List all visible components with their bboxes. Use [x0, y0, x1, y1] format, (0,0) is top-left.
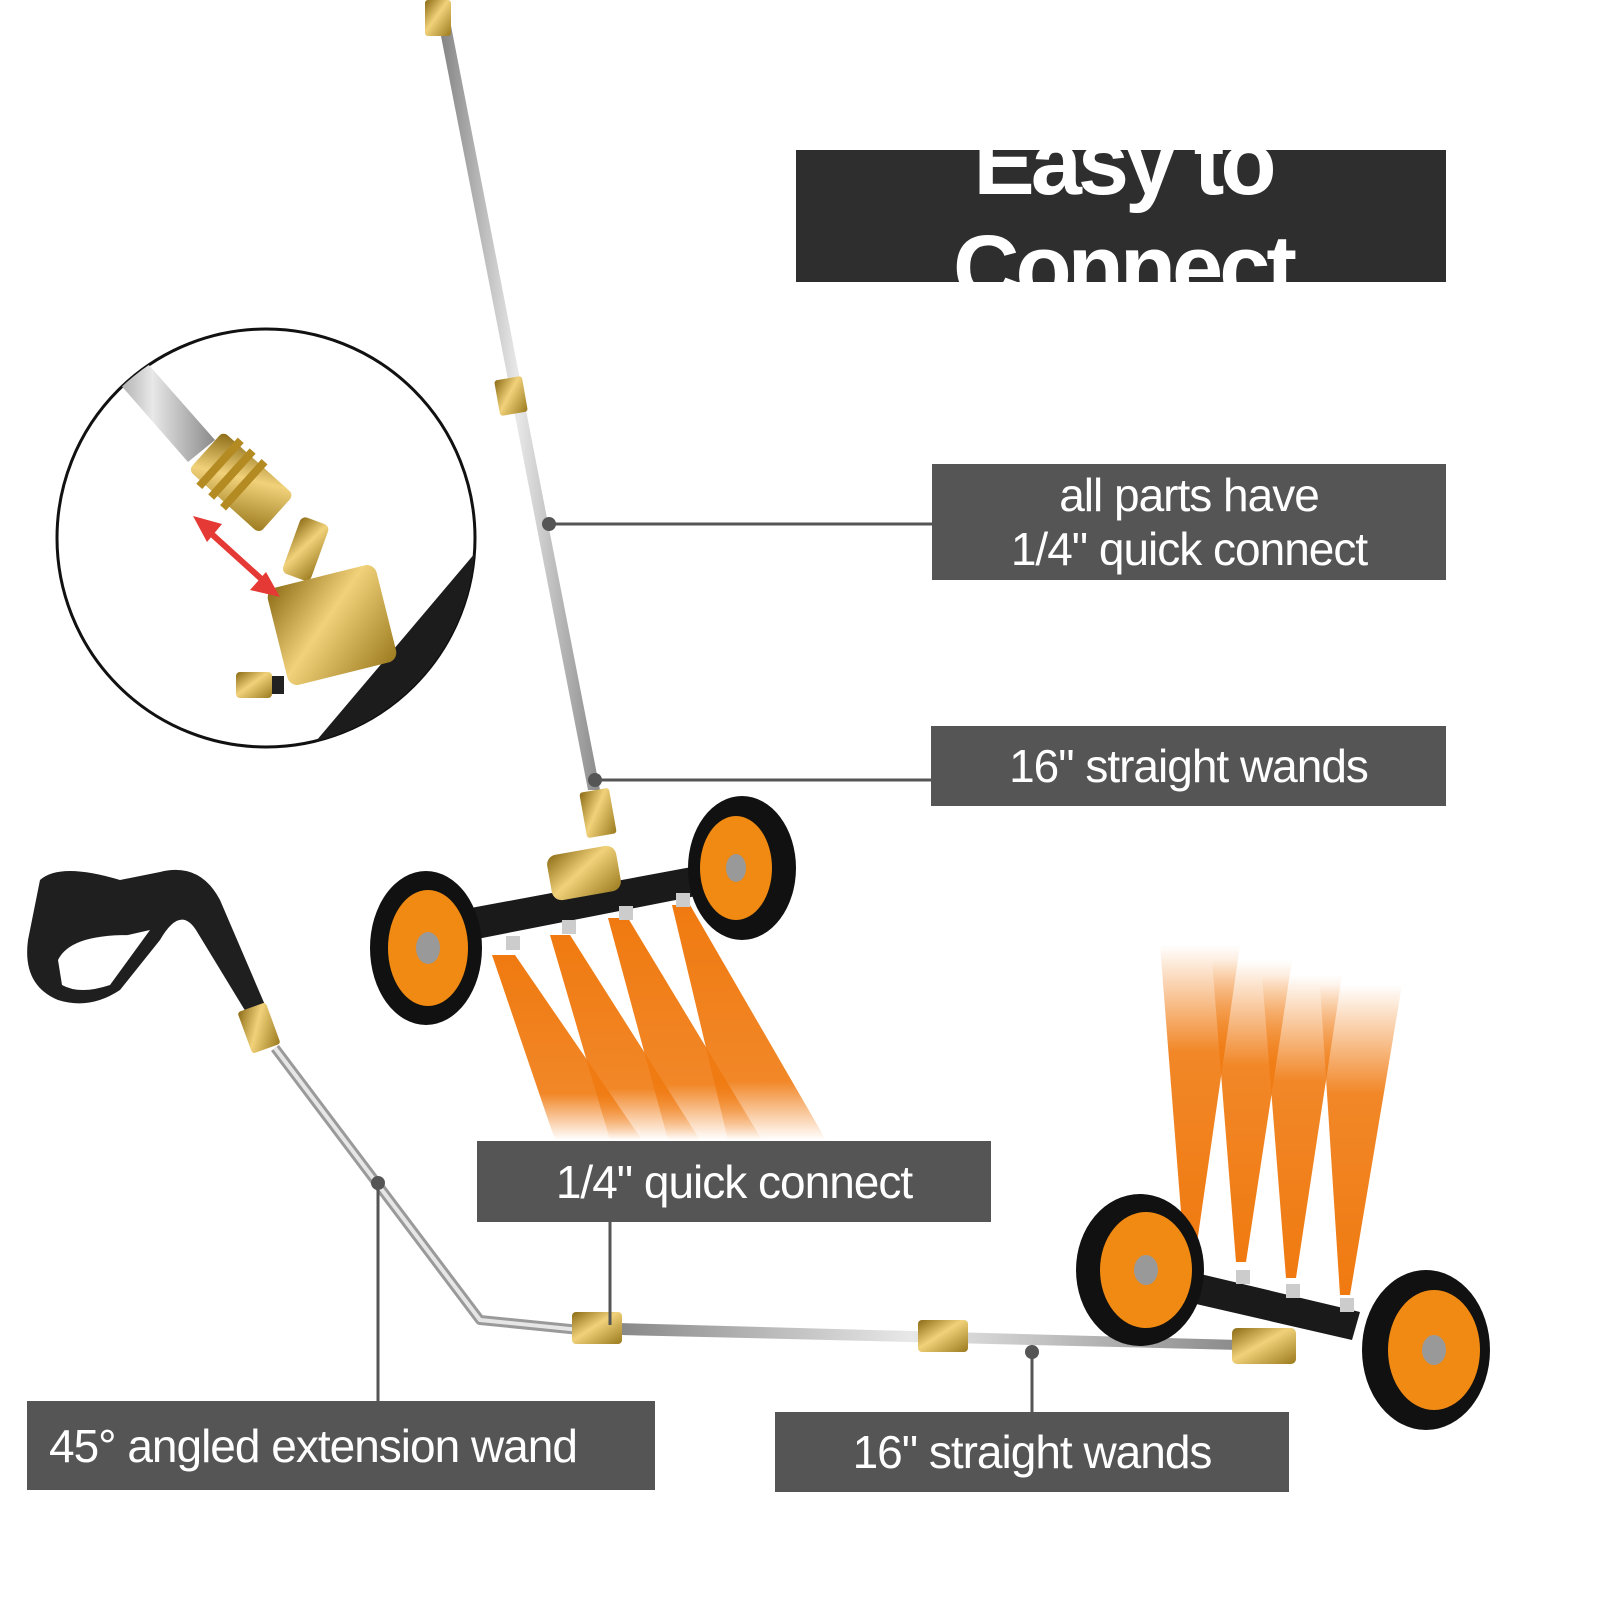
wheel-icon	[1076, 1194, 1204, 1346]
callout-straight-wands-bottom: 16" straight wands	[775, 1412, 1289, 1492]
wheel-icon	[370, 871, 482, 1025]
spray-gun	[27, 869, 280, 1053]
callout-all-parts-quick-connect: all parts have 1/4" quick connect	[932, 464, 1446, 580]
undercarriage-cleaner-bottom	[1076, 945, 1490, 1430]
callout-line: 1/4" quick connect	[1010, 523, 1368, 575]
spray-fans-bottom	[1160, 945, 1402, 1295]
double-arrow-icon	[193, 516, 280, 597]
callout-line: all parts have	[1059, 469, 1320, 521]
wheel-icon	[688, 796, 796, 940]
connector-detail-inset	[55, 327, 477, 749]
spray-fans-top	[492, 905, 826, 1140]
callout-angled-wand: 45° angled extension wand	[27, 1401, 655, 1490]
undercarriage-cleaner-top	[370, 796, 826, 1140]
leader-lines	[376, 522, 1034, 1412]
vertical-wand	[425, 0, 617, 838]
callout-straight-wands-top: 16" straight wands	[931, 726, 1446, 806]
page-title: Easy to Connect	[796, 112, 1446, 319]
wheel-icon	[1362, 1270, 1490, 1430]
callout-quick-connect: 1/4" quick connect	[477, 1141, 991, 1222]
